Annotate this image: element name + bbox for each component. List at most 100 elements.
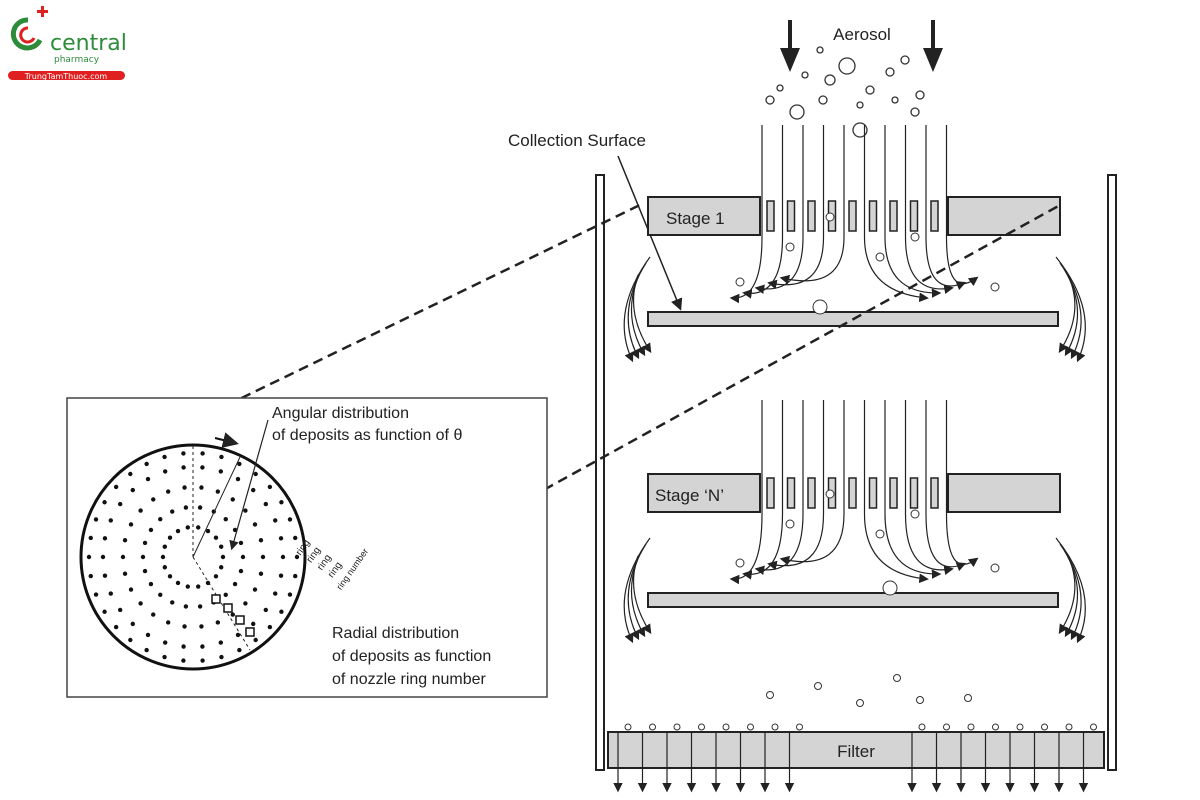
impacted-particle [882, 580, 898, 596]
deposit-dot [165, 620, 171, 625]
deposit-dot [170, 509, 175, 514]
deposit-dot [294, 554, 300, 560]
particle [852, 122, 868, 138]
deposit-dot [223, 592, 228, 597]
nozzle [889, 200, 898, 232]
particle [990, 563, 1000, 573]
deposit-dot [230, 612, 235, 617]
deposit-dot [145, 476, 151, 482]
deposit-dot [219, 454, 224, 460]
logo-c-icon [10, 17, 43, 51]
nozzle [807, 200, 816, 232]
deposit-dot [162, 565, 168, 570]
ring-sample-box [223, 603, 233, 613]
angular-text-1: Angular distribution [272, 405, 409, 422]
particle [964, 694, 972, 702]
deposit-dot [181, 644, 186, 649]
deposit-dot [235, 476, 241, 482]
particle [765, 95, 775, 105]
deposit-dot [278, 573, 284, 578]
deposit-dot [287, 517, 293, 522]
deposit-dot [232, 581, 238, 587]
deposit-dot [287, 592, 293, 597]
stage-1-label: Stage 1 [666, 209, 725, 228]
nozzle [848, 477, 857, 509]
deposit-dot [102, 609, 107, 614]
particle [915, 90, 925, 100]
deposit-dot [148, 581, 154, 587]
deposit-dot [128, 522, 134, 527]
logo-cross-icon [37, 6, 48, 17]
aerosol-arrow-left-icon [780, 20, 800, 72]
deposit-dot [120, 554, 126, 560]
collection-surface [647, 592, 1059, 608]
aerosol-label: Aerosol [833, 25, 891, 44]
particle [891, 96, 899, 104]
particle [785, 519, 795, 529]
deposit-dot [128, 587, 134, 592]
deposit-dot [258, 571, 264, 576]
deposit-dot [142, 568, 148, 574]
deposit-dot [267, 484, 273, 490]
deposit-dot [181, 465, 186, 470]
deposit-dot [151, 612, 156, 617]
particle [875, 252, 885, 262]
deposit-dot [108, 518, 113, 523]
deposit-dot [223, 517, 228, 522]
collection-surface-label: Collection Surface [508, 131, 646, 150]
deposit-dot [100, 554, 106, 560]
deposit-dot [258, 538, 264, 543]
deposit-dot [170, 600, 175, 605]
deposit-dot [93, 517, 99, 522]
particle [865, 85, 875, 95]
nozzle [786, 477, 796, 509]
deposit-dot [144, 647, 149, 653]
nozzle [807, 477, 816, 509]
particle [875, 529, 885, 539]
deposit-dot [162, 454, 167, 460]
logo-site: TrungTamThuoc.com [24, 72, 108, 81]
particle [814, 682, 822, 690]
nozzle [848, 200, 857, 232]
nozzle [786, 200, 796, 232]
nozzle-plate-left [647, 196, 761, 236]
deposit-dot [218, 640, 224, 645]
deposit-dot [167, 535, 173, 540]
deposit-dot [251, 621, 256, 627]
impacted-particle [812, 299, 828, 315]
deposit-dot [162, 544, 168, 549]
deposit-dot [267, 624, 273, 630]
deposit-dot [183, 604, 189, 609]
deposit-dot [238, 568, 244, 574]
deposit-dot [93, 592, 99, 597]
deposit-dot [205, 528, 211, 534]
deposit-dot [122, 571, 128, 576]
deposit-dot [273, 518, 278, 523]
particle [825, 489, 835, 499]
particle [785, 242, 795, 252]
radial-text-3: of nozzle ring number [332, 671, 487, 688]
particle [766, 691, 774, 699]
deposit-dot [196, 525, 201, 530]
deposit-dot [117, 501, 123, 507]
deposit-dot [167, 574, 173, 579]
deposit-dot [158, 517, 163, 522]
particle [910, 509, 920, 519]
deposit-dot [199, 624, 204, 629]
deposit-dot [220, 554, 226, 560]
deposit-dot [213, 574, 219, 579]
right-wall [1107, 174, 1117, 771]
deposit-dot [200, 658, 205, 663]
radial-text-1: Radial distribution [332, 625, 459, 642]
nozzle-plate-right [947, 196, 1061, 236]
deposit-dot [113, 624, 119, 630]
deposit-dot [108, 591, 113, 596]
projection-line-top [154, 202, 643, 442]
theta-arrow-icon [214, 432, 239, 448]
deposit-dot [148, 527, 154, 533]
deposit-dot [128, 637, 133, 643]
stage-n [623, 400, 1086, 644]
particle [893, 674, 901, 682]
deposit-dot [215, 489, 221, 494]
particle [816, 46, 824, 54]
